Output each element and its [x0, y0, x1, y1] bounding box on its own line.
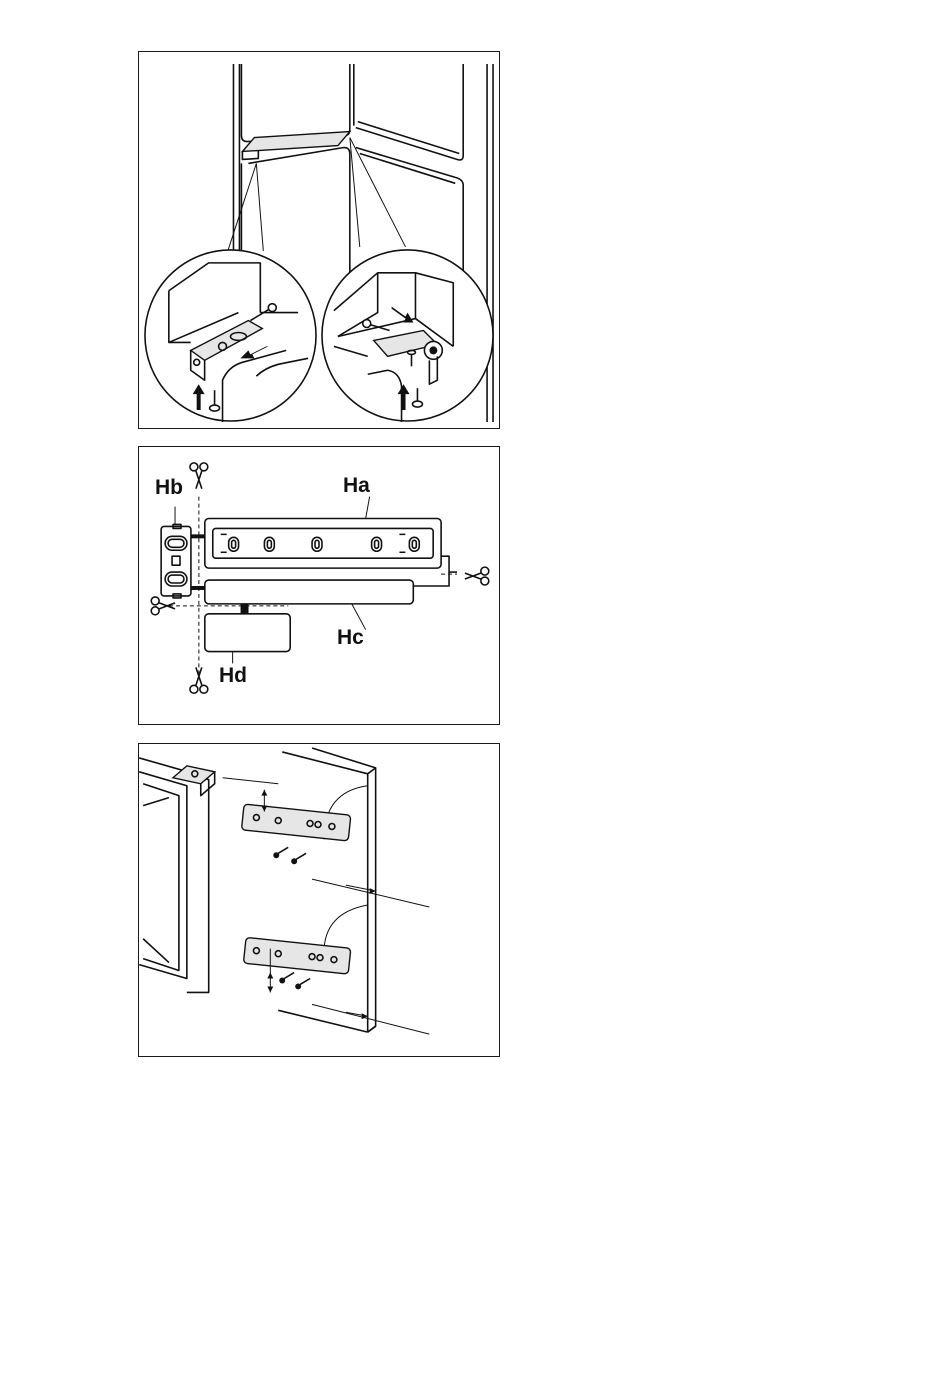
detail-circle-left: [145, 250, 316, 422]
label-ha: Ha: [343, 475, 370, 496]
part-hb: [161, 507, 191, 598]
screw-icon: [291, 853, 306, 864]
screw-icon: [279, 973, 294, 984]
label-hd: Hd: [219, 665, 247, 686]
ceiling-mounting-drawing: [139, 52, 499, 428]
furniture-door: [278, 748, 375, 1032]
hinge-plate-lower: [243, 937, 350, 974]
figure-door-mounting: [138, 743, 500, 1057]
hinge-parts-drawing: [139, 447, 499, 724]
figure-hinge-parts: Hb Ha Hc Hd: [138, 446, 500, 725]
scissors-icon: [190, 463, 208, 489]
screw-icon: [295, 978, 310, 989]
part-ha: [205, 497, 441, 568]
door-mounting-drawing: [139, 744, 499, 1056]
part-hd: [205, 614, 290, 664]
hinge-plate-upper: [241, 804, 350, 841]
appliance-side: [139, 758, 215, 992]
screw-icon: [273, 847, 288, 858]
figure-ceiling-mounting: [138, 51, 500, 429]
label-hc: Hc: [337, 627, 364, 648]
dimension-arrow-icon: [312, 879, 429, 907]
label-hb: Hb: [155, 477, 183, 498]
scissors-icon: [465, 567, 489, 585]
detail-circle-right: [322, 250, 493, 422]
